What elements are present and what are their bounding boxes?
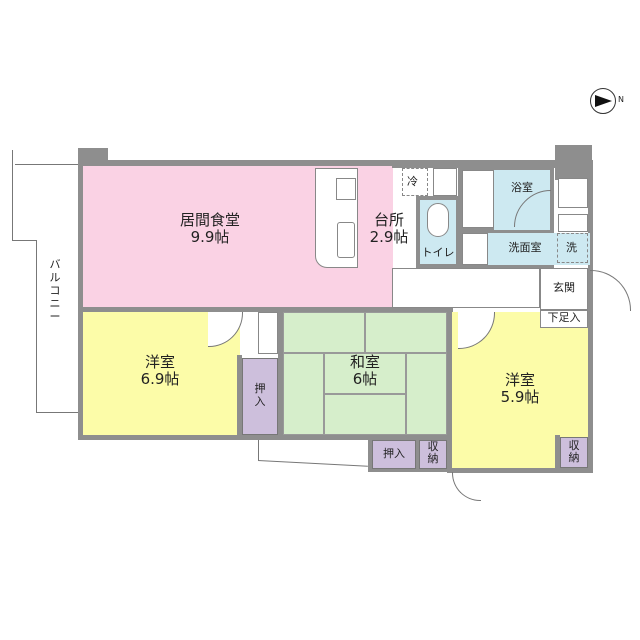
closet-left <box>242 358 278 435</box>
wall <box>78 435 448 440</box>
storage-cell <box>558 214 588 232</box>
western-left-size: 6.9帖 <box>140 370 180 389</box>
toilet-icon <box>427 203 449 237</box>
wall <box>78 160 592 166</box>
washroom-label: 洗面室 <box>508 241 542 254</box>
fridge-label: 冷 <box>407 175 418 188</box>
closet-left-label: 押入 <box>254 382 266 408</box>
north-arrow-icon <box>590 88 616 114</box>
storage-right-label: 収納 <box>568 439 580 464</box>
room-washroom <box>488 233 590 265</box>
tatami <box>283 312 365 353</box>
wall <box>237 355 242 437</box>
kitchen-name: 台所 <box>373 211 404 229</box>
tatami <box>324 353 406 394</box>
tatami <box>406 353 447 435</box>
wall <box>447 468 593 473</box>
wall <box>278 310 283 440</box>
ldk-name: 居間食堂 <box>179 211 240 229</box>
sink-icon <box>337 222 355 258</box>
hallway <box>392 268 540 308</box>
bathtub-icon <box>462 170 494 228</box>
washer-label: 洗 <box>566 241 577 254</box>
kitchen-size: 2.9帖 <box>369 228 409 247</box>
shoe-storage <box>540 310 588 328</box>
storage-bottom <box>419 440 447 469</box>
wall <box>83 307 453 312</box>
railing <box>257 460 368 467</box>
closet-bottom-label: 押入 <box>383 447 405 460</box>
balcony-line <box>12 150 13 240</box>
washbasin-icon <box>462 233 488 265</box>
balcony-line <box>36 412 80 413</box>
wall <box>555 435 560 471</box>
washer-space: 洗 <box>557 233 588 263</box>
japanese-name: 和室 <box>349 353 380 371</box>
ldk-size: 9.9帖 <box>190 228 230 247</box>
western-left-name: 洋室 <box>144 353 175 371</box>
wall <box>447 310 452 472</box>
compass-label: N <box>618 95 624 104</box>
tatami <box>324 394 406 435</box>
ldk-label: 居間食堂 9.9帖 <box>170 211 250 247</box>
storage-cell <box>433 168 457 196</box>
balcony-line <box>15 164 80 165</box>
western-right-label: 洋室 5.9帖 <box>485 371 555 407</box>
wall <box>78 160 83 440</box>
balcony-line <box>36 240 37 412</box>
western-right-size: 5.9帖 <box>500 388 540 407</box>
front-door[interactable] <box>590 270 631 311</box>
kitchen-label: 台所 2.9帖 <box>362 211 416 247</box>
japanese-label: 和室 6帖 <box>330 353 400 389</box>
storage-right <box>560 437 588 468</box>
japanese-size: 6帖 <box>352 370 378 389</box>
closet-bottom <box>372 440 416 469</box>
toilet-label: トイレ <box>421 246 455 259</box>
entrance-label: 玄関 <box>553 281 575 294</box>
fridge-space: 冷 <box>402 168 428 196</box>
wall <box>588 160 593 472</box>
storage-bottom-label: 収納 <box>427 440 439 465</box>
western-right-name: 洋室 <box>504 371 535 389</box>
bath-label: 浴室 <box>511 181 533 194</box>
room-entrance[interactable] <box>540 268 588 310</box>
western-left-label: 洋室 6.9帖 <box>125 353 195 389</box>
stove-icon <box>336 178 356 200</box>
shoe-storage-label: 下足入 <box>547 311 581 324</box>
storage-cell <box>258 312 278 354</box>
tatami <box>283 353 324 435</box>
tatami <box>365 312 447 353</box>
side-door[interactable] <box>452 472 481 501</box>
balcony-line <box>12 240 36 241</box>
storage-cell <box>558 178 588 208</box>
railing <box>258 440 259 460</box>
balcony-label: バルコニー <box>49 258 61 323</box>
pillar <box>555 145 592 180</box>
